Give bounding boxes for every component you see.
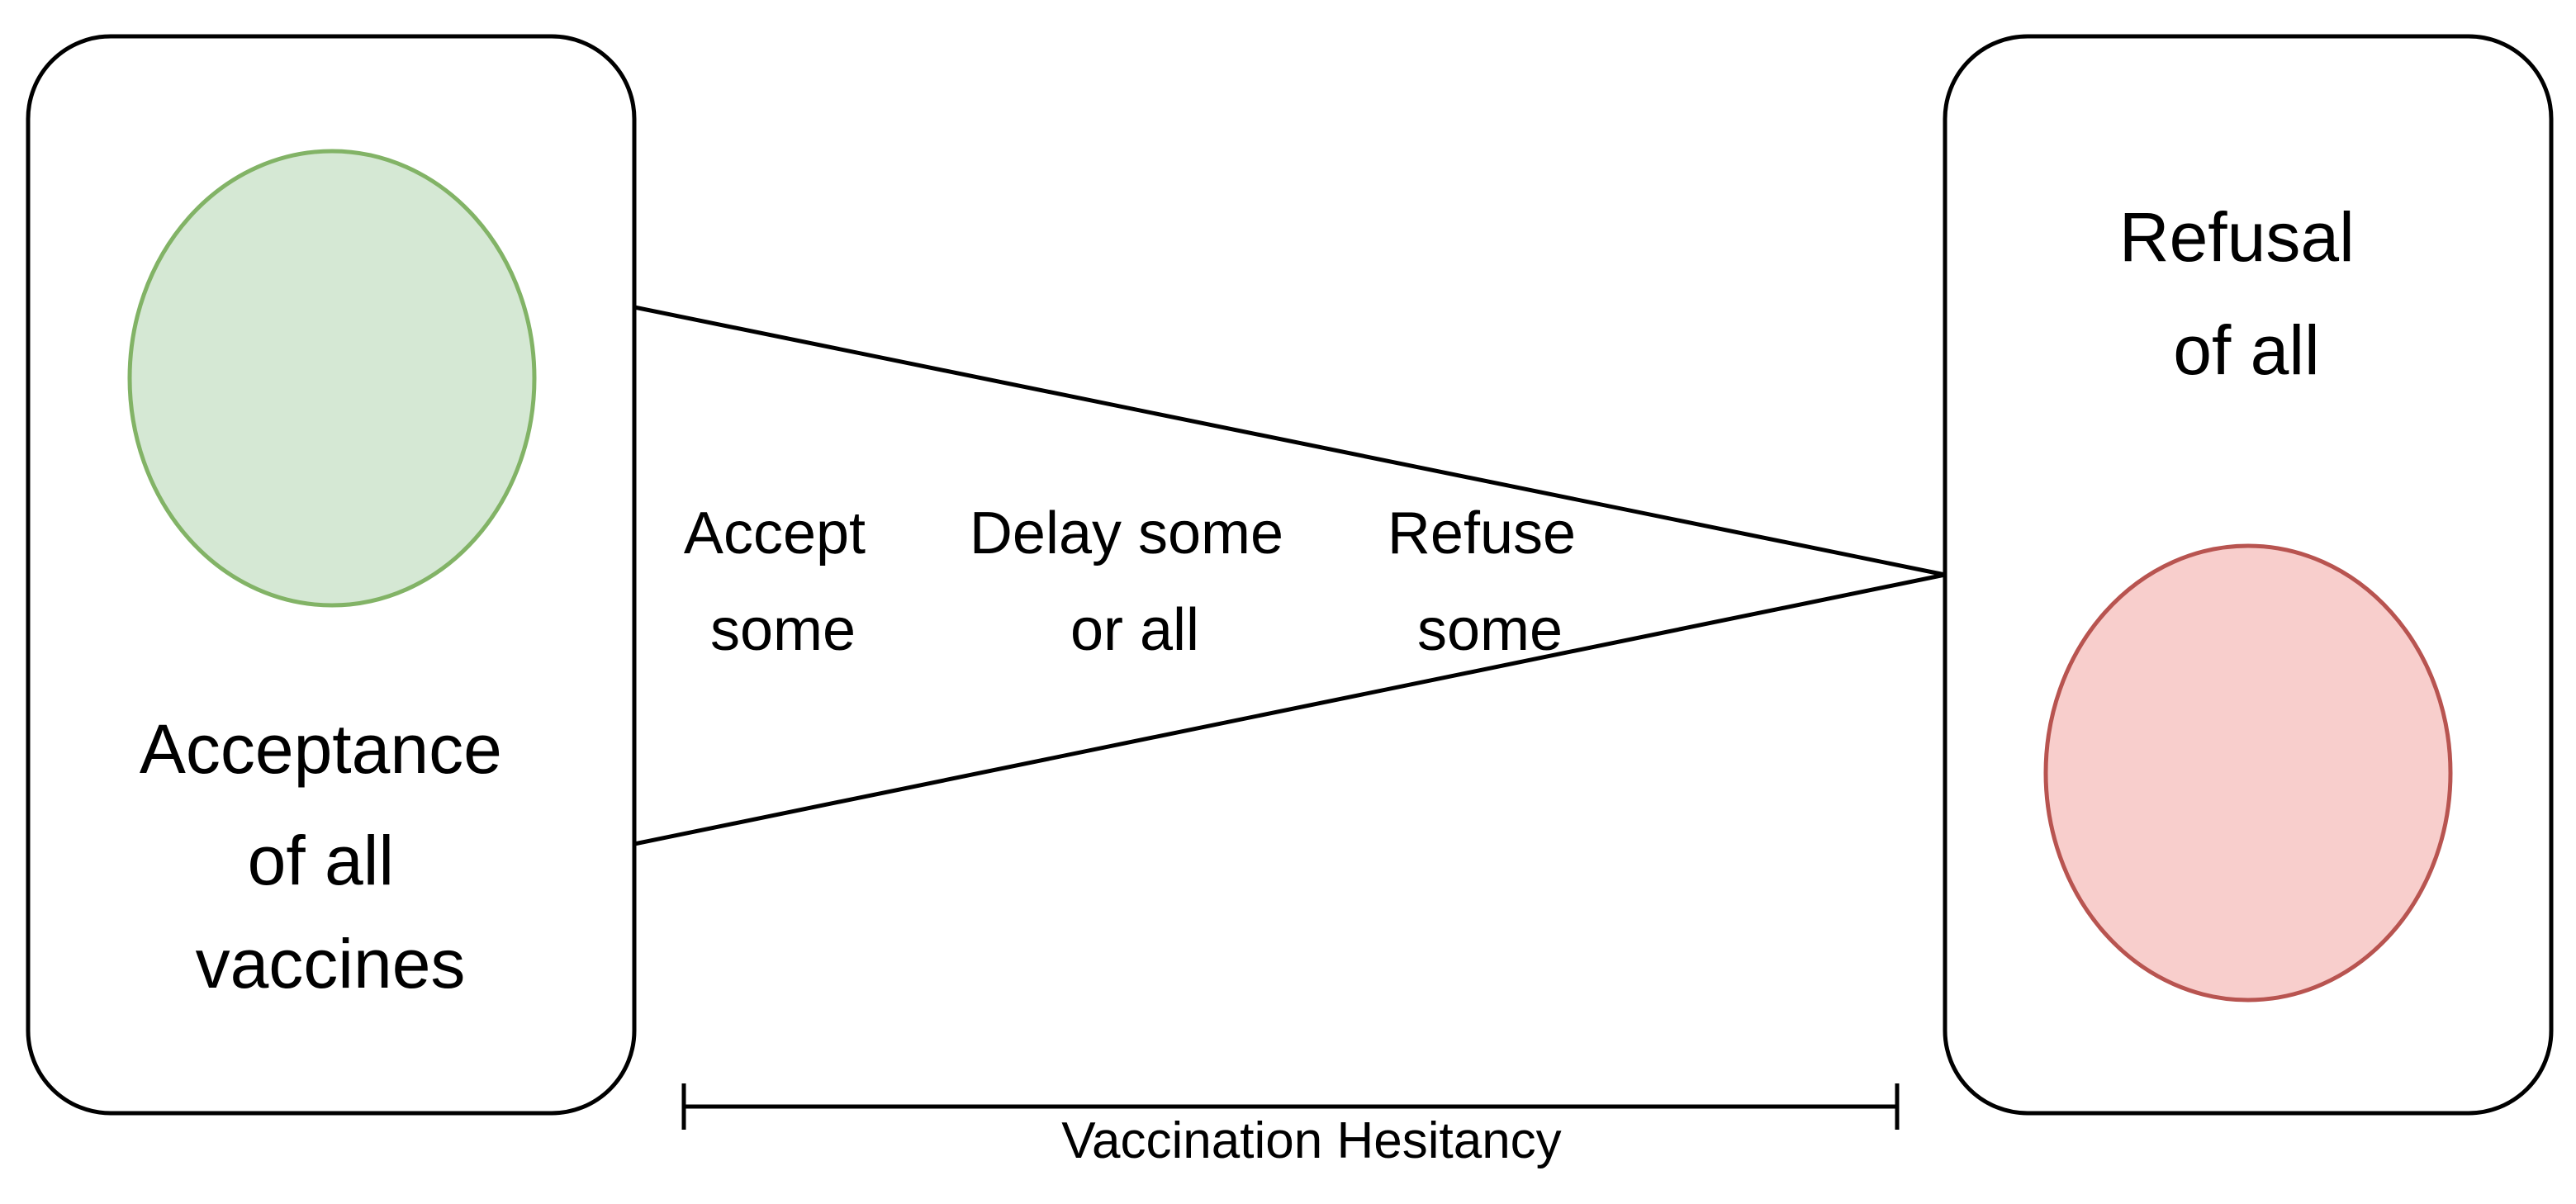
acceptance-label: Acceptance of all vaccines (140, 710, 521, 1003)
delay-some-line-2: or all (1070, 597, 1199, 663)
accept-some-label: Accept some (684, 500, 882, 663)
hesitancy-scale-label: Vaccination Hesitancy (1061, 1112, 1561, 1169)
refusal-label-line-2: of all (2173, 311, 2319, 389)
acceptance-label-line-2: of all (248, 822, 394, 899)
acceptance-label-line-3: vaccines (196, 925, 466, 1003)
acceptance-label-line-1: Acceptance (140, 710, 502, 788)
delay-some-line-1: Delay some (970, 500, 1283, 566)
refusal-label-line-1: Refusal (2119, 198, 2355, 276)
delay-some-label: Delay some or all (970, 500, 1300, 663)
wedge-bottom-line (633, 572, 1946, 846)
acceptance-circle (127, 149, 537, 608)
refuse-some-line-1: Refuse (1388, 500, 1576, 566)
refuse-some-label: Refuse some (1388, 500, 1592, 663)
accept-some-line-2: some (710, 597, 856, 663)
refusal-circle (2043, 543, 2453, 1003)
refuse-some-line-2: some (1417, 597, 1563, 663)
refusal-label: Refusal of all (2119, 198, 2374, 389)
accept-some-line-1: Accept (684, 500, 866, 566)
wedge-top-line (633, 305, 1946, 577)
